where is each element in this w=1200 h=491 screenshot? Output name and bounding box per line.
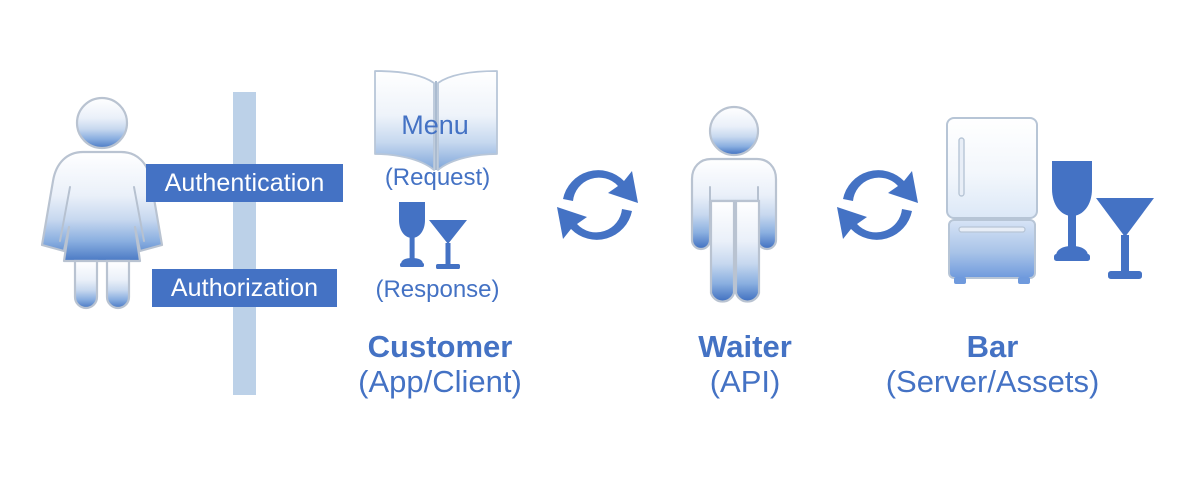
bar-title: Bar bbox=[966, 329, 1019, 364]
bar-subtitle: (Server/Assets) bbox=[885, 363, 1100, 399]
bar-caption: Bar (Server/Assets) bbox=[840, 329, 1145, 399]
waiter-caption: Waiter (API) bbox=[640, 329, 850, 399]
martini-glass-icon bbox=[429, 220, 467, 269]
waiter-title: Waiter bbox=[698, 329, 792, 364]
authorization-label: Authorization bbox=[152, 269, 337, 307]
bar-glasses-group bbox=[1046, 158, 1156, 293]
response-label: (Response) bbox=[375, 276, 500, 303]
wine-glass-icon bbox=[399, 202, 425, 267]
wine-glass-icon bbox=[1052, 161, 1092, 261]
customer-subtitle: (App/Client) bbox=[358, 363, 522, 399]
sync-arrows-icon bbox=[830, 155, 925, 255]
martini-glass-icon bbox=[1096, 198, 1154, 279]
refrigerator-icon bbox=[944, 116, 1040, 291]
request-label: (Request) bbox=[384, 164, 491, 191]
vertical-divider bbox=[233, 92, 256, 395]
customer-title: Customer bbox=[367, 329, 513, 364]
male-person-icon bbox=[684, 105, 784, 315]
open-book-icon bbox=[372, 66, 500, 176]
authentication-label: Authentication bbox=[146, 164, 343, 202]
customer-glasses-group bbox=[393, 200, 473, 278]
waiter-subtitle: (API) bbox=[709, 363, 781, 399]
female-person-icon bbox=[40, 95, 165, 315]
customer-caption: Customer (App/Client) bbox=[295, 329, 585, 399]
sync-arrows-icon bbox=[550, 155, 645, 255]
